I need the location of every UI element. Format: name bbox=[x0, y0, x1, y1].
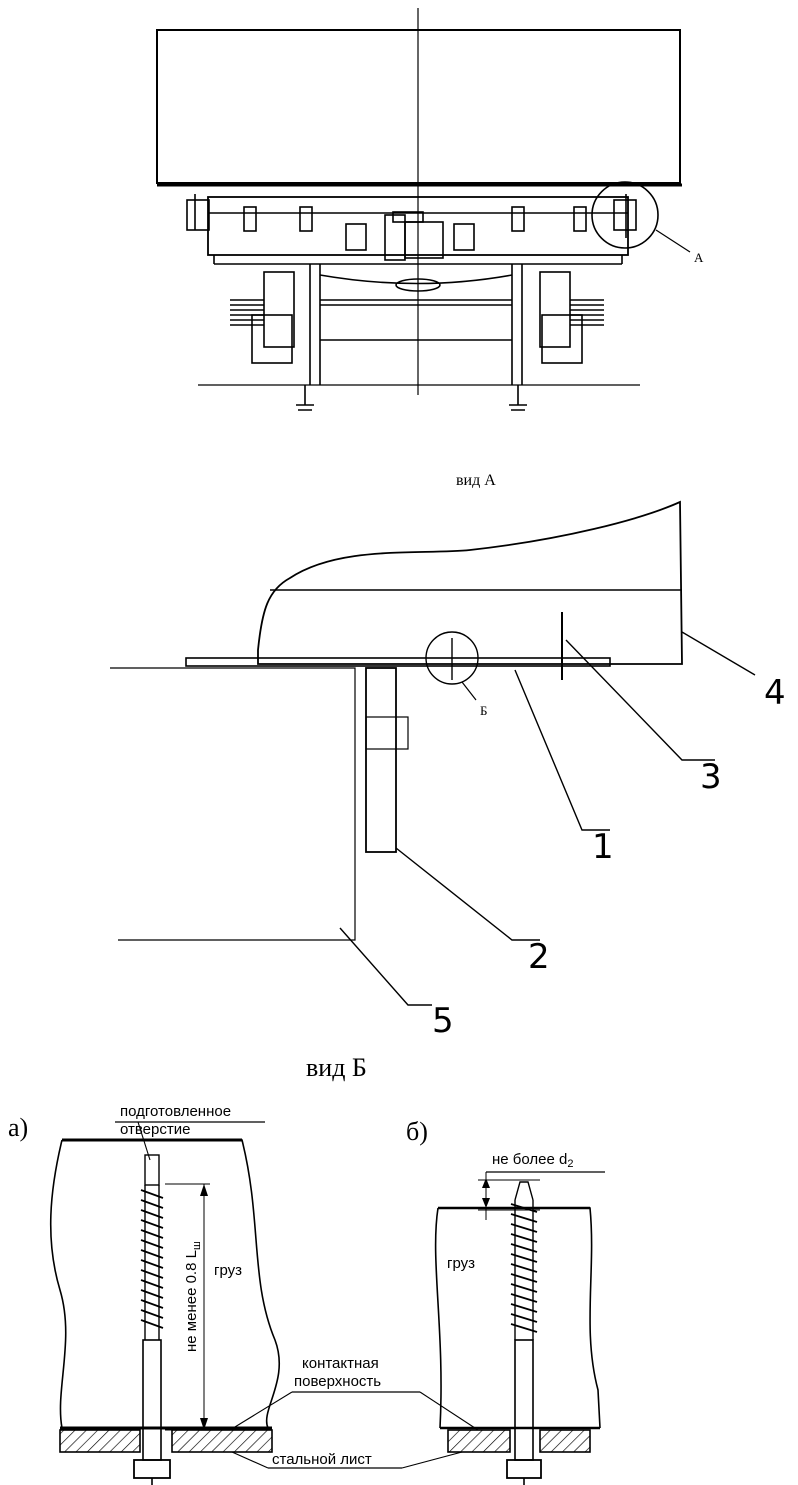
label-2: 2 bbox=[528, 937, 550, 977]
view-a-title: вид А bbox=[456, 472, 496, 489]
variant-a-diagram bbox=[49, 1121, 281, 1485]
leader-3 bbox=[565, 639, 715, 761]
contact-label-line1: контактная bbox=[302, 1355, 379, 1372]
cargo-label-a: груз bbox=[214, 1262, 242, 1279]
hole-label-line1: подготовленное bbox=[120, 1103, 231, 1120]
leader-2 bbox=[395, 847, 540, 941]
leader-1 bbox=[514, 669, 610, 831]
cargo-label-b: груз bbox=[447, 1255, 475, 1272]
variant-b-diagram bbox=[229, 1171, 605, 1485]
view-a-detail bbox=[110, 500, 756, 1006]
support-bracket bbox=[365, 667, 397, 853]
wagon-floor-line bbox=[110, 667, 356, 941]
contact-label-line2: поверхность bbox=[294, 1373, 381, 1390]
variant-b-label: б) bbox=[406, 1117, 428, 1146]
label-3: 3 bbox=[700, 757, 722, 797]
container-profile bbox=[257, 500, 683, 665]
depth-dimension-label: не менее 0.8 Lш bbox=[183, 1241, 203, 1352]
variant-a-label: а) bbox=[8, 1113, 28, 1142]
wagon-frame bbox=[207, 196, 629, 256]
detail-b-letter: Б bbox=[480, 703, 487, 718]
label-1: 1 bbox=[592, 827, 614, 867]
cargo-outline-a bbox=[49, 1139, 281, 1429]
label-4: 4 bbox=[764, 673, 786, 713]
steel-sheet-plate bbox=[185, 657, 611, 667]
detail-a-circle bbox=[591, 181, 659, 249]
detail-b-circle bbox=[425, 631, 479, 685]
leader-5 bbox=[339, 927, 432, 1006]
steel-sheet-label: стальной лист bbox=[272, 1451, 372, 1468]
cargo-outline-b bbox=[434, 1207, 601, 1429]
wagon-front-view bbox=[156, 8, 691, 411]
svg-text:не менее 0.8 Lш: не менее 0.8 Lш bbox=[183, 1241, 203, 1352]
container-body bbox=[156, 29, 681, 184]
leader-4 bbox=[681, 631, 756, 676]
view-b-title: вид Б bbox=[306, 1053, 367, 1082]
detail-a-letter: А bbox=[694, 250, 704, 265]
hole-label-line2: отверстие bbox=[120, 1121, 190, 1138]
protrusion-label: не более d2 bbox=[492, 1151, 573, 1170]
label-5: 5 bbox=[432, 1001, 454, 1041]
